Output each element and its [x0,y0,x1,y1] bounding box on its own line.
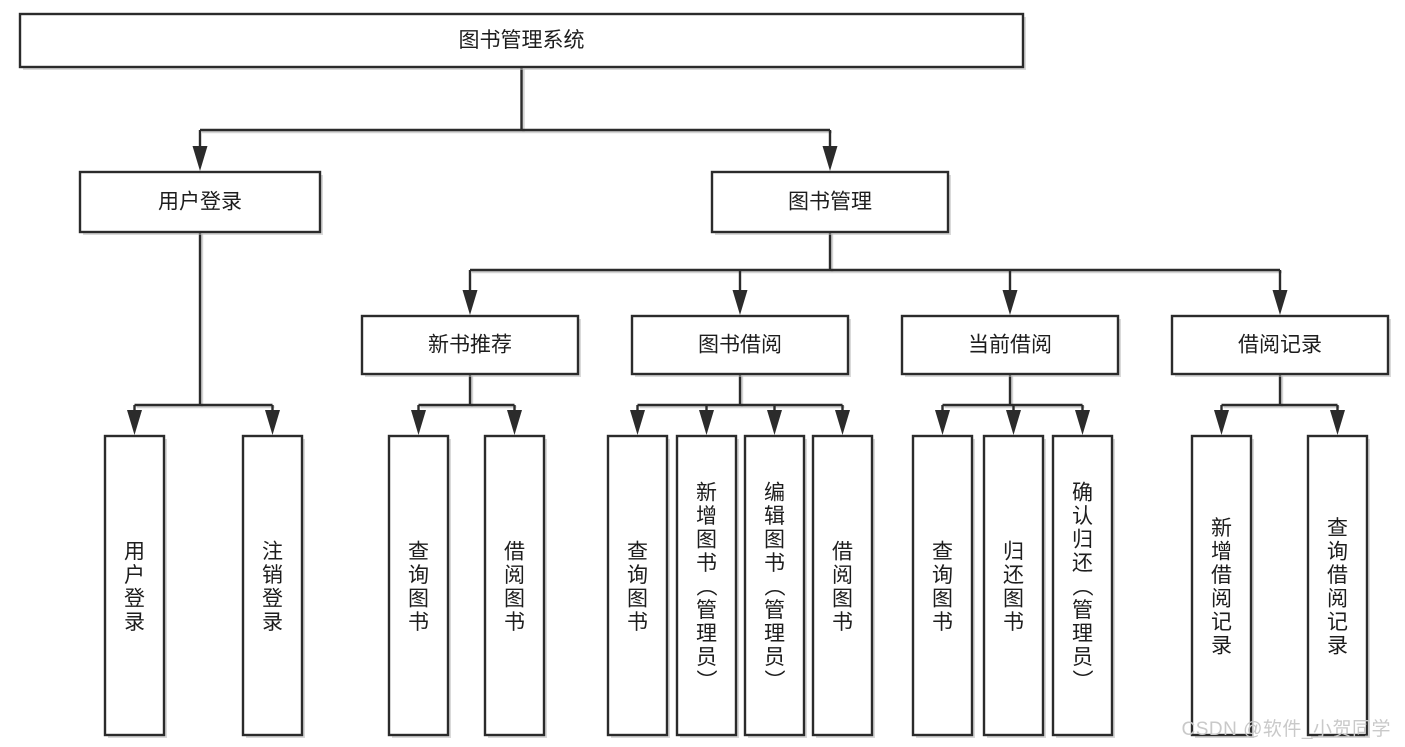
node-box[interactable] [1051,434,1114,737]
node-label: 借阅图书 [504,540,525,634]
node-box[interactable] [1190,434,1253,737]
node-label: 图书管理 [788,191,872,214]
node-box[interactable] [743,434,806,737]
node-leaf-rec-add[interactable]: 新增借阅记录 [1190,434,1254,738]
node-leaf-bw-borrow[interactable]: 借阅图书 [811,434,875,738]
node-leaf-bw-add[interactable]: 新增图书（管理员） [675,434,739,738]
node-current[interactable]: 当前借阅 [900,314,1121,377]
node-box[interactable] [103,434,166,737]
node-box[interactable] [241,434,304,737]
node-label: 图书借阅 [698,334,782,357]
node-box[interactable] [1306,434,1369,737]
node-leaf-user-login[interactable]: 用户登录 [103,434,167,738]
node-box[interactable] [1170,314,1390,376]
node-login[interactable]: 用户登录 [78,170,323,235]
node-box[interactable] [675,434,738,737]
node-label: 借阅记录 [1238,334,1322,357]
node-box[interactable] [18,12,1025,69]
node-leaf-nb-query[interactable]: 查询图书 [387,434,451,738]
node-label: 用户登录 [158,191,242,214]
node-newbook[interactable]: 新书推荐 [360,314,581,377]
node-leaf-cur-return[interactable]: 归还图书 [982,434,1046,738]
node-leaf-nb-borrow[interactable]: 借阅图书 [483,434,547,738]
node-leaf-cur-query[interactable]: 查询图书 [911,434,975,738]
node-label: 新增借阅记录 [1211,517,1232,658]
node-label: 确认归还（管理员） [1072,482,1094,693]
node-label: 图书管理系统 [459,29,585,52]
node-label: 查询借阅记录 [1327,517,1348,658]
node-records[interactable]: 借阅记录 [1170,314,1391,377]
connector-layer [127,67,1345,435]
node-label: 借阅图书 [832,540,853,634]
node-box[interactable] [483,434,546,737]
node-box[interactable] [78,170,322,234]
node-leaf-rec-query[interactable]: 查询借阅记录 [1306,434,1370,738]
node-box[interactable] [387,434,450,737]
node-leaf-user-logout[interactable]: 注销登录 [241,434,305,738]
node-box[interactable] [811,434,874,737]
node-box[interactable] [606,434,669,737]
node-label: 新增图书（管理员） [696,482,718,693]
node-label: 查询图书 [932,540,953,634]
node-box[interactable] [911,434,974,737]
node-root[interactable]: 图书管理系统 [18,12,1026,70]
node-label: 编辑图书（管理员） [764,482,786,693]
node-label: 新书推荐 [428,334,512,357]
node-label: 查询图书 [408,540,429,634]
node-label: 当前借阅 [968,334,1052,357]
node-box[interactable] [982,434,1045,737]
node-label: 用户登录 [124,540,145,634]
node-layer: 图书管理系统用户登录图书管理新书推荐图书借阅当前借阅借阅记录用户登录注销登录查询… [18,12,1391,738]
node-label: 查询图书 [627,540,648,634]
node-leaf-bw-edit[interactable]: 编辑图书（管理员） [743,434,807,738]
node-label: 注销登录 [262,540,283,634]
node-borrow[interactable]: 图书借阅 [630,314,851,377]
node-label: 归还图书 [1003,540,1024,634]
node-box[interactable] [360,314,580,376]
node-leaf-bw-query[interactable]: 查询图书 [606,434,670,738]
node-leaf-cur-confirm[interactable]: 确认归还（管理员） [1051,434,1115,738]
node-box[interactable] [710,170,950,234]
node-bookmgmt[interactable]: 图书管理 [710,170,951,235]
node-box[interactable] [900,314,1120,376]
node-box[interactable] [630,314,850,376]
